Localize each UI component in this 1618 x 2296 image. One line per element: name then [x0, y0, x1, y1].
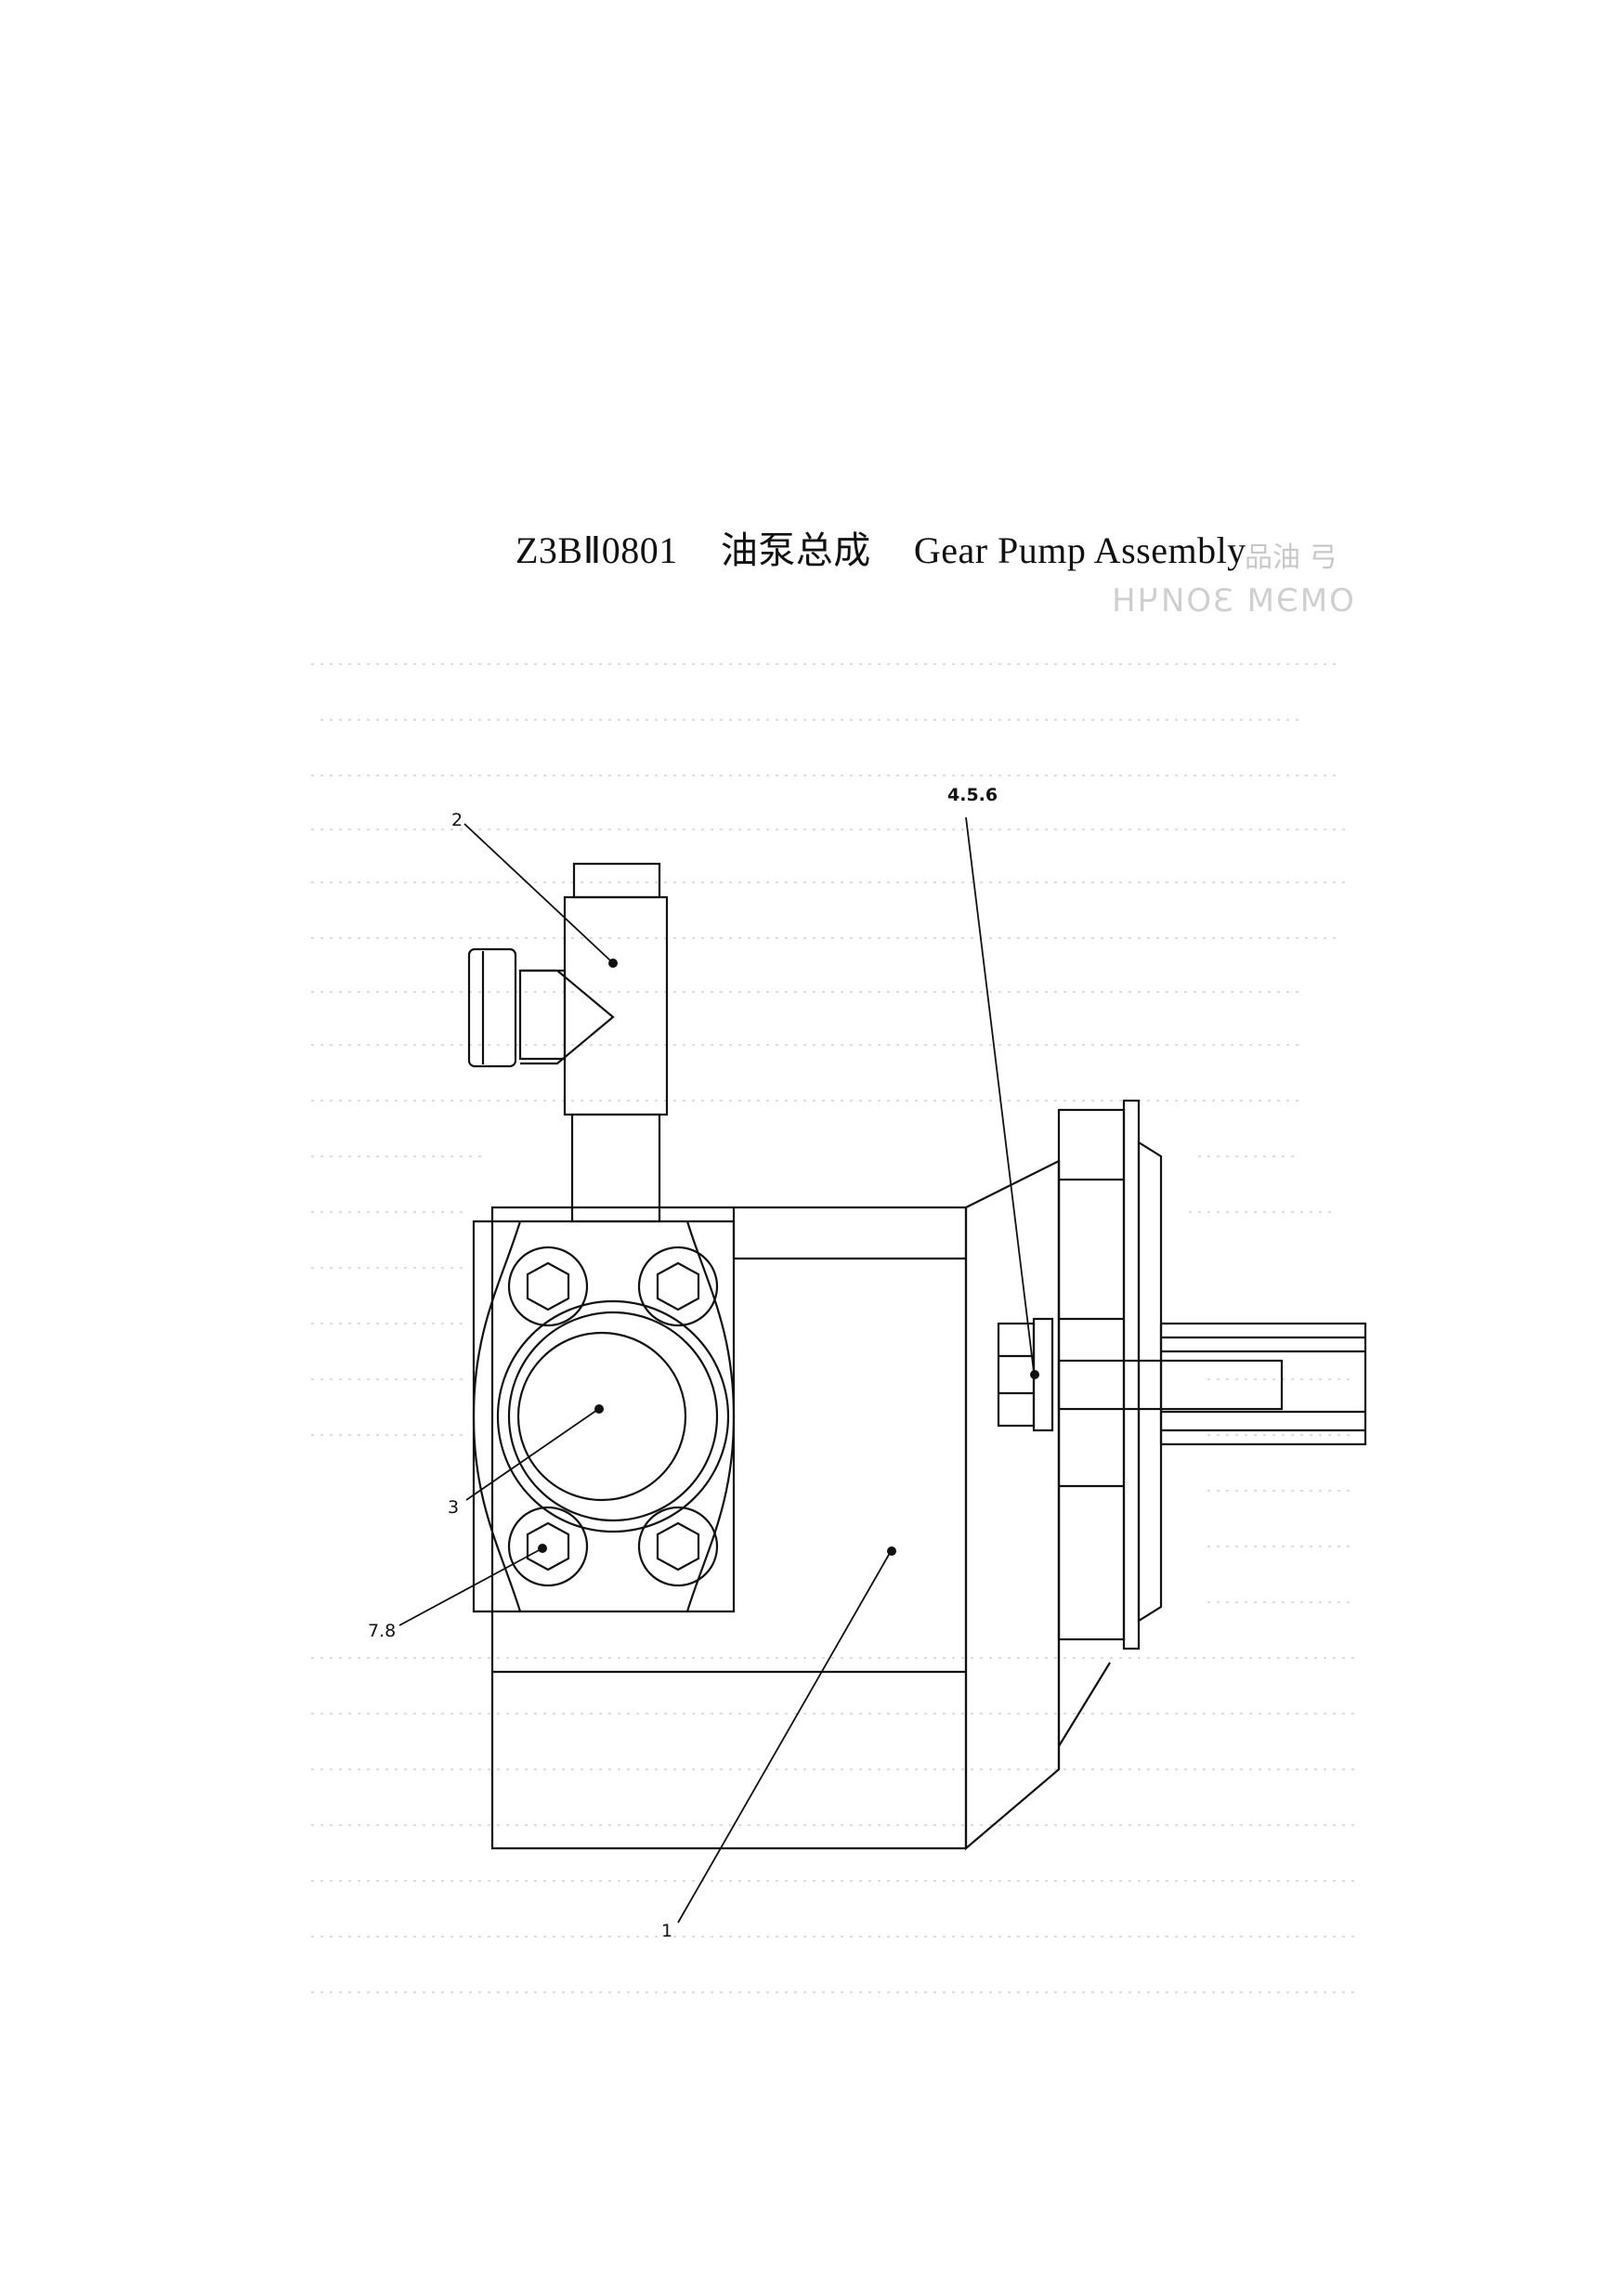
pump-body [490, 1159, 1111, 1851]
flange-nut [997, 1317, 1054, 1432]
mounting-flange [1057, 1099, 1163, 1650]
tee-fitting [467, 862, 669, 1223]
bleedthrough-lines [311, 663, 1356, 1993]
drive-shaft [1057, 1322, 1367, 1446]
callout-2: 2 [451, 810, 463, 830]
callout-1: 1 [661, 1921, 673, 1941]
leader-lines [398, 816, 1035, 1924]
callout-7-8: 7.8 [368, 1621, 397, 1641]
part-code: Z3BⅡ0801 [515, 529, 678, 571]
outlet-flange [472, 1220, 736, 1613]
title-chinese: 油泵总成 [720, 529, 871, 571]
faded-bleedthrough-text: 品油 弓 [1245, 541, 1337, 574]
leader-dots [538, 959, 1039, 1556]
title-english: Gear Pump Assembly [913, 529, 1246, 571]
callout-4-5-6: 4.5.6 [947, 785, 998, 805]
flange-bolts [507, 1246, 719, 1587]
drawing-title: Z3BⅡ0801 油泵总成 Gear Pump Assembly [515, 520, 1246, 574]
callout-3: 3 [448, 1497, 460, 1518]
